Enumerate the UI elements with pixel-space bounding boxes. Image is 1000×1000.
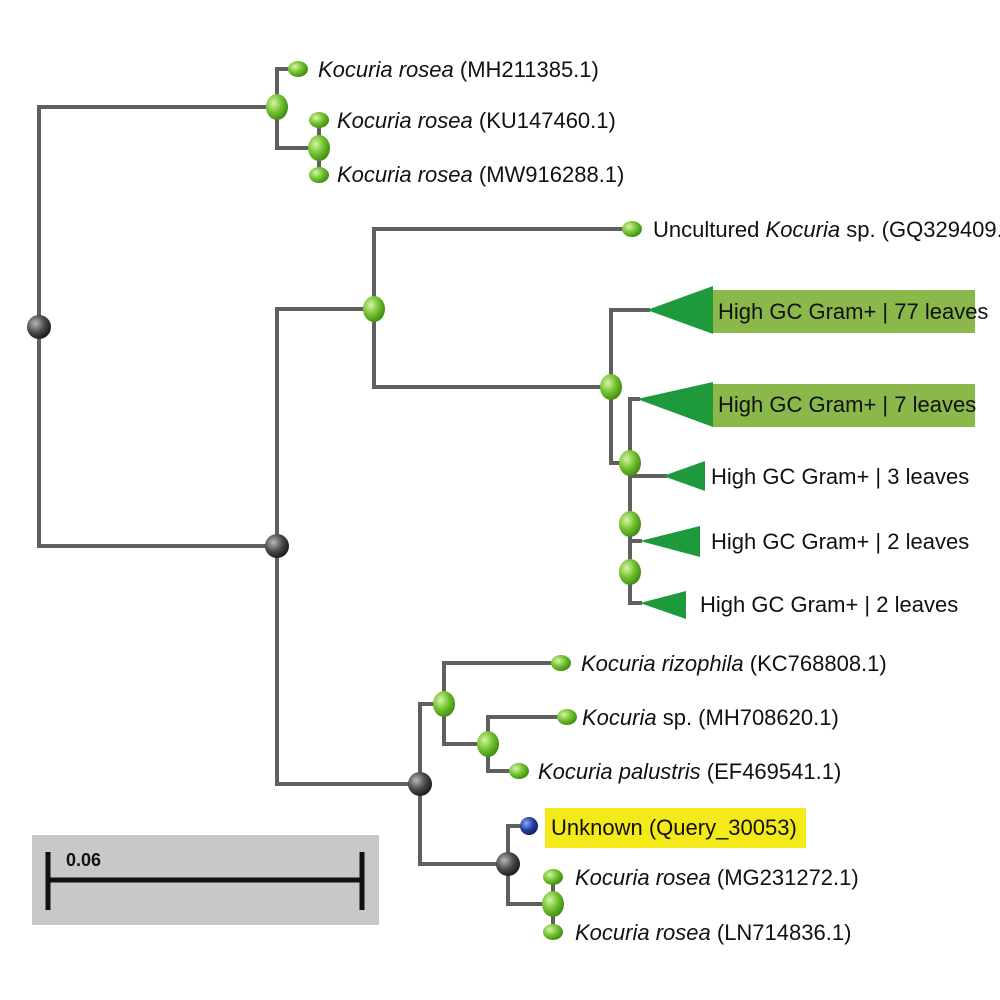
clade-triangle-7[interactable]: [637, 382, 713, 427]
leaf-label-gq329409[interactable]: Uncultured Kocuria sp. (GQ329409.1): [653, 217, 1000, 242]
clade-label-2b[interactable]: High GC Gram+ | 2 leaves: [700, 592, 958, 617]
internal-node-collapsed-group[interactable]: [600, 374, 622, 400]
clade-triangle-2a[interactable]: [640, 526, 700, 557]
internal-node-lower[interactable]: [408, 772, 432, 796]
collapsed-clade-triangles: [637, 286, 713, 619]
query-highlight: [545, 808, 806, 848]
leaf-label-mh211385[interactable]: Kocuria rosea (MH211385.1): [318, 57, 599, 82]
leaf-node-query[interactable]: [520, 817, 538, 835]
leaf-node-mw916288[interactable]: [309, 167, 329, 183]
internal-node-collapsed-sub3[interactable]: [619, 559, 641, 585]
clade-label-3[interactable]: High GC Gram+ | 3 leaves: [711, 464, 969, 489]
leaf-label-mh708620[interactable]: Kocuria sp. (MH708620.1): [582, 705, 839, 730]
leaf-label-kc768808[interactable]: Kocuria rizophila (KC768808.1): [581, 651, 887, 676]
leaf-node-mh211385[interactable]: [288, 61, 308, 77]
clade-triangle-77[interactable]: [647, 286, 713, 334]
leaf-label-ku147460[interactable]: Kocuria rosea (KU147460.1): [337, 108, 616, 133]
clade-triangle-3[interactable]: [663, 461, 705, 491]
leaf-label-mg231272[interactable]: Kocuria rosea (MG231272.1): [575, 865, 859, 890]
internal-nodes: [27, 94, 641, 917]
leaf-node-kc768808[interactable]: [551, 655, 571, 671]
scale-bar: 0.06: [32, 835, 379, 925]
leaf-node-mg231272[interactable]: [543, 869, 563, 885]
clade-label-77[interactable]: High GC Gram+ | 77 leaves: [718, 299, 988, 324]
leaf-nodes: [288, 61, 642, 940]
clade-label-7[interactable]: High GC Gram+ | 7 leaves: [718, 392, 976, 417]
internal-node-middle[interactable]: [363, 296, 385, 322]
leaf-node-gq329409[interactable]: [622, 221, 642, 237]
scale-bar-label: 0.06: [66, 850, 101, 870]
clade-highlight-7: [713, 384, 975, 427]
internal-node-rosea-pair[interactable]: [308, 135, 330, 161]
internal-node-rosea-top[interactable]: [266, 94, 288, 120]
tree-branches: [37, 67, 667, 934]
root-node[interactable]: [27, 315, 51, 339]
internal-node-main[interactable]: [265, 534, 289, 558]
leaf-node-ku147460[interactable]: [309, 112, 329, 128]
clade-label-2a[interactable]: High GC Gram+ | 2 leaves: [711, 529, 969, 554]
internal-node-palustris[interactable]: [477, 731, 499, 757]
leaf-labels: Kocuria rosea (MH211385.1) Kocuria rosea…: [318, 57, 1000, 945]
leaf-node-ef469541[interactable]: [509, 763, 529, 779]
clade-highlight-77: [713, 290, 975, 333]
leaf-label-mw916288[interactable]: Kocuria rosea (MW916288.1): [337, 162, 624, 187]
leaf-label-ln714836[interactable]: Kocuria rosea (LN714836.1): [575, 920, 851, 945]
internal-node-rizophila[interactable]: [433, 691, 455, 717]
leaf-node-mh708620[interactable]: [557, 709, 577, 725]
internal-node-collapsed-sub1[interactable]: [619, 450, 641, 476]
internal-node-rosea-bottom[interactable]: [542, 891, 564, 917]
internal-node-query[interactable]: [496, 852, 520, 876]
leaf-label-query[interactable]: Unknown (Query_30053): [551, 815, 797, 840]
leaf-node-ln714836[interactable]: [543, 924, 563, 940]
leaf-label-ef469541[interactable]: Kocuria palustris (EF469541.1): [538, 759, 841, 784]
clade-triangle-2b[interactable]: [640, 591, 686, 619]
collapsed-clade-labels: High GC Gram+ | 77 leaves High GC Gram+ …: [700, 299, 988, 617]
internal-node-collapsed-sub2[interactable]: [619, 511, 641, 537]
